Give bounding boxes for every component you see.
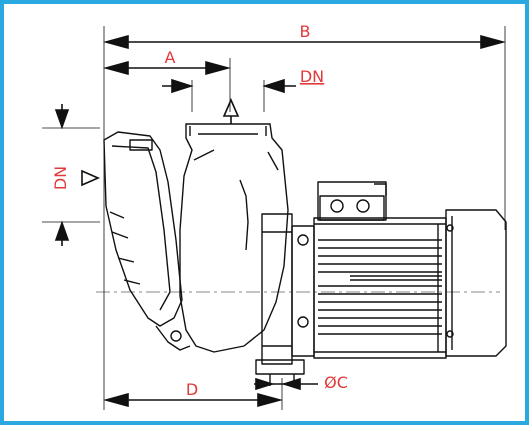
- dimension-lines: [42, 26, 507, 410]
- dim-b-arrow-right: [480, 34, 507, 50]
- dim-a-arrow-left: [102, 60, 129, 76]
- label-a: A: [165, 48, 176, 67]
- inlet-flow-arrow-icon: [81, 169, 100, 187]
- dim-c-arrow-left: [255, 377, 275, 391]
- label-dn-side: DN: [51, 166, 70, 190]
- dim-d-arrow-left: [102, 392, 129, 408]
- label-dn-top: DN: [300, 67, 324, 86]
- label-c: ØC: [324, 373, 348, 392]
- label-b: B: [300, 22, 311, 41]
- pump-illustration: [103, 123, 507, 386]
- label-d: D: [186, 380, 198, 399]
- dim-dn-side-arrow-top: [54, 109, 70, 130]
- dim-a-arrow-right: [205, 60, 232, 76]
- dim-d-arrow-right: [257, 392, 284, 408]
- dim-dn-top-arrow-left: [171, 78, 194, 94]
- dim-c-arrow-right: [281, 377, 301, 391]
- dim-dn-top-arrow-right: [262, 78, 285, 94]
- dim-b-arrow-left: [102, 34, 129, 50]
- dim-dn-side-arrow-bottom: [54, 220, 70, 241]
